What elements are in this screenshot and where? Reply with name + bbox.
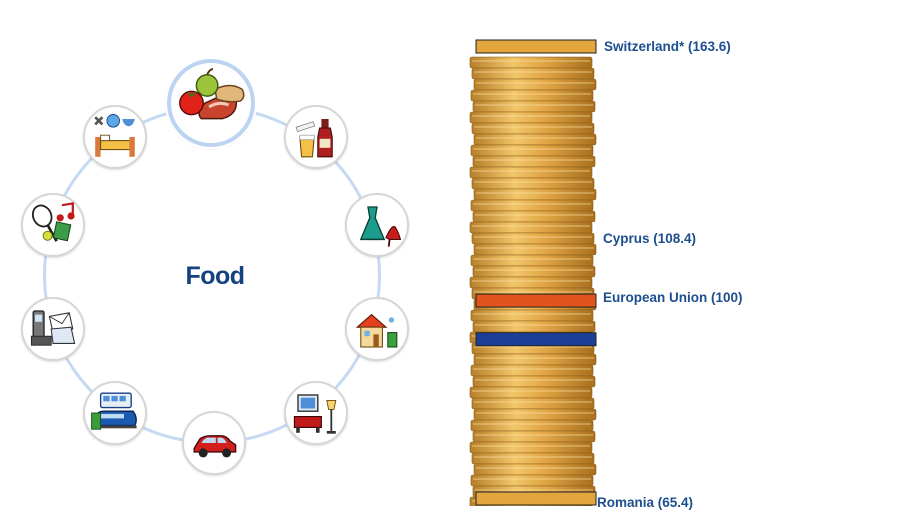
coin — [469, 386, 593, 399]
coin — [473, 243, 597, 256]
category-alcohol-tobacco-button[interactable] — [284, 105, 348, 169]
coin-eu[interactable] — [475, 332, 597, 347]
furnishings-icon — [293, 394, 337, 434]
category-furnishings-button[interactable] — [284, 381, 348, 445]
coin — [472, 320, 596, 333]
coin-romania[interactable] — [475, 491, 597, 506]
coin — [469, 111, 593, 124]
coin — [470, 364, 594, 377]
coin — [473, 463, 597, 476]
coin — [471, 232, 595, 245]
coin — [470, 474, 594, 487]
category-recreation-button[interactable] — [21, 193, 85, 257]
coin — [470, 254, 594, 267]
coin — [470, 144, 594, 157]
coin — [471, 122, 595, 135]
label-cyprus: Cyprus (108.4) — [603, 231, 697, 246]
coin — [469, 56, 593, 69]
coin — [472, 265, 596, 278]
coin — [470, 419, 594, 432]
coin — [471, 397, 595, 410]
hotel-icon — [94, 114, 135, 157]
coin — [472, 375, 596, 388]
coin — [469, 166, 593, 179]
alcohol-tobacco-icon — [295, 119, 333, 158]
coin — [470, 199, 594, 212]
coin — [473, 133, 597, 146]
coin — [471, 67, 595, 80]
category-clothing-button[interactable] — [345, 193, 409, 257]
recreation-icon — [31, 202, 75, 242]
car-icon — [193, 435, 237, 458]
coin — [473, 78, 597, 91]
selected-category-title: Food — [185, 262, 245, 290]
coin — [472, 155, 596, 168]
coin — [472, 210, 596, 223]
communication-icon — [30, 310, 76, 346]
coin — [469, 221, 593, 234]
coin-cyprus[interactable] — [475, 293, 597, 308]
bus-train-icon — [91, 392, 137, 430]
category-food-button[interactable] — [167, 59, 255, 147]
coin-switzerland[interactable] — [475, 39, 597, 54]
coin — [473, 188, 597, 201]
category-housing-button[interactable] — [345, 297, 409, 361]
clothing-icon — [359, 206, 402, 247]
category-transport-car-button[interactable] — [182, 411, 246, 475]
coin — [470, 309, 594, 322]
coin — [471, 452, 595, 465]
label-european-union: European Union (100) — [603, 290, 743, 305]
coin — [473, 408, 597, 421]
housing-icon — [355, 313, 398, 348]
coin — [469, 441, 593, 454]
food-icon — [179, 67, 245, 120]
category-communication-button[interactable] — [21, 297, 85, 361]
coin — [473, 353, 597, 366]
price-level-coin-stack — [469, 39, 597, 506]
coin — [469, 276, 593, 289]
coin — [471, 177, 595, 190]
category-restaurants-hotels-button[interactable] — [83, 105, 147, 169]
label-romania: Romania (65.4) — [597, 495, 694, 510]
coin — [472, 430, 596, 443]
label-switzerland: Switzerland* (163.6) — [604, 39, 731, 54]
coin — [472, 100, 596, 113]
coin — [470, 89, 594, 102]
category-transport-public-button[interactable] — [83, 381, 147, 445]
